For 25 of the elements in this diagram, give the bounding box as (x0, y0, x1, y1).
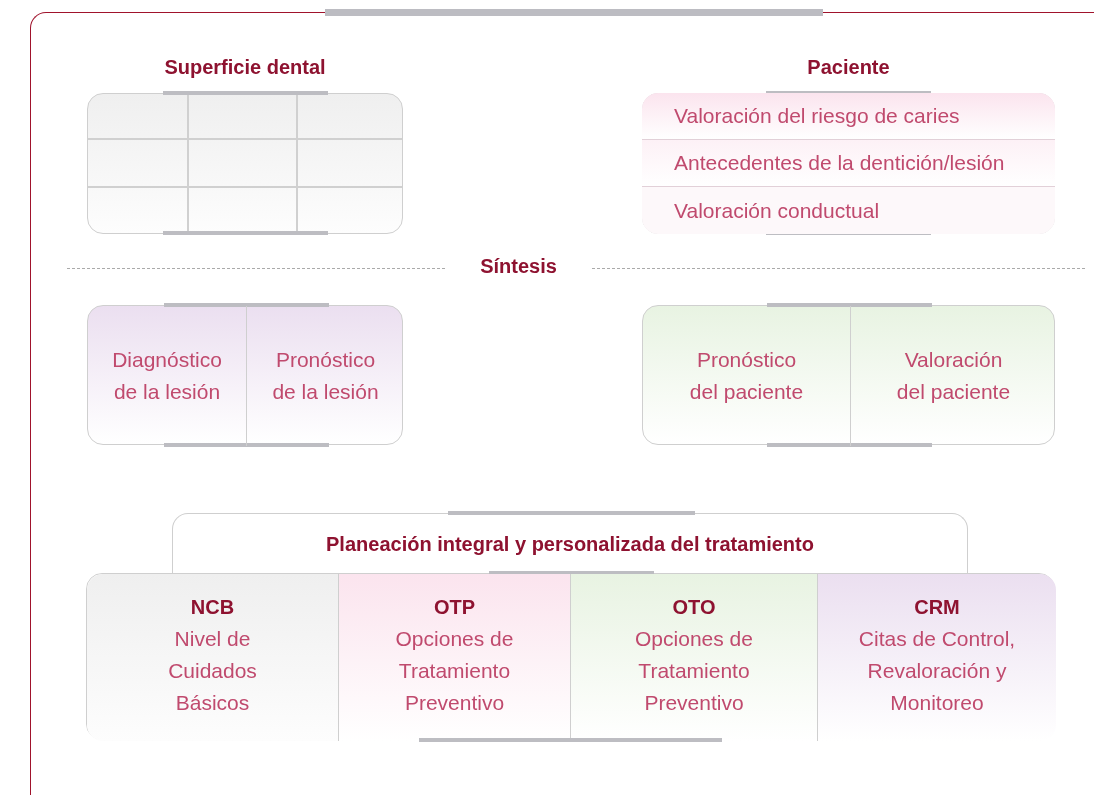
row-text: Valoración conductual (674, 197, 880, 224)
column-card (570, 574, 817, 741)
section-text: Nivel de Cuidados Básicos (167, 626, 258, 716)
row-text: Antecedentes de la dentición/lesión (674, 150, 1005, 176)
list-row (642, 139, 1055, 186)
heading: Paciente (806, 56, 891, 79)
section-text: Opciones de Tratamiento Preventivo (634, 626, 754, 716)
abbreviation: OTP (433, 596, 476, 619)
row-text: Valoración del riesgo de caries (674, 103, 960, 129)
section-text: Opciones de Tratamiento Preventivo (394, 626, 515, 716)
column-card (817, 574, 1056, 741)
section-text: Citas de Control, Revaloración y Monitoreo (857, 626, 1017, 716)
column-card (87, 574, 338, 741)
heading: Superficie dental (163, 56, 327, 79)
split-box (86, 573, 1055, 740)
list-row (642, 93, 1055, 139)
abbreviation: CRM (914, 596, 960, 619)
section-text: Pronóstico del paciente (688, 347, 805, 405)
heading: Planeación integral y personalizada del tratamiento (326, 532, 814, 556)
section-text: Diagnóstico de la lesión (111, 347, 223, 405)
column-card (338, 574, 570, 741)
list-row (642, 186, 1055, 234)
section-label: Síntesis (479, 255, 558, 278)
abbreviation: NCB (190, 596, 235, 619)
abbreviation: OTO (672, 596, 716, 619)
